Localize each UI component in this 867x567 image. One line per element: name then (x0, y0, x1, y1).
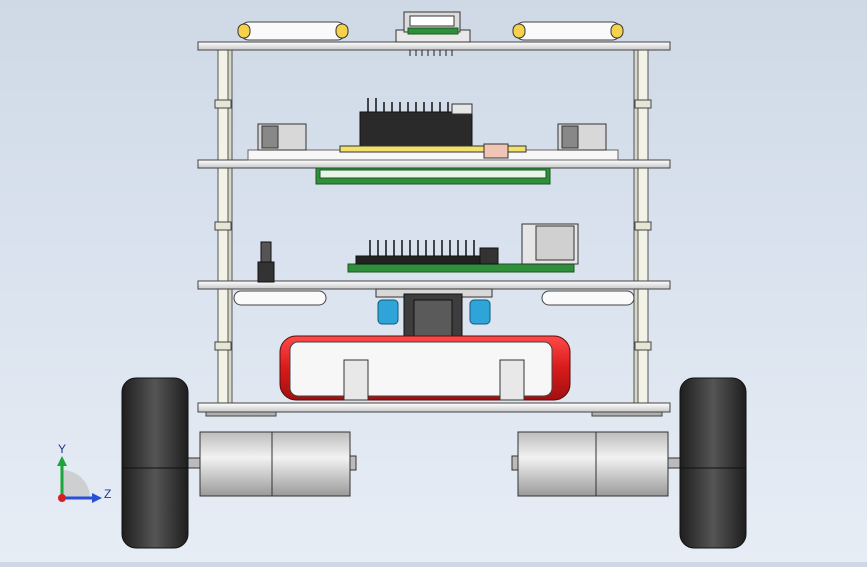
second-plate (197, 98, 671, 185)
battery-pack (279, 335, 571, 401)
top-left-sensor (239, 21, 347, 41)
right-wheel (679, 377, 747, 549)
main-pcb (347, 263, 575, 273)
triad-z-label: Z (104, 487, 112, 501)
right-motor (511, 431, 683, 497)
left-wheel (121, 377, 189, 549)
standoff-rings (214, 99, 652, 351)
bottom-plate (197, 402, 671, 417)
top-right-sensor (514, 21, 622, 41)
coordinate-triad (57, 456, 102, 503)
left-motor (185, 431, 357, 497)
top-plate (197, 11, 671, 56)
triad-y-label: Y (58, 442, 67, 456)
